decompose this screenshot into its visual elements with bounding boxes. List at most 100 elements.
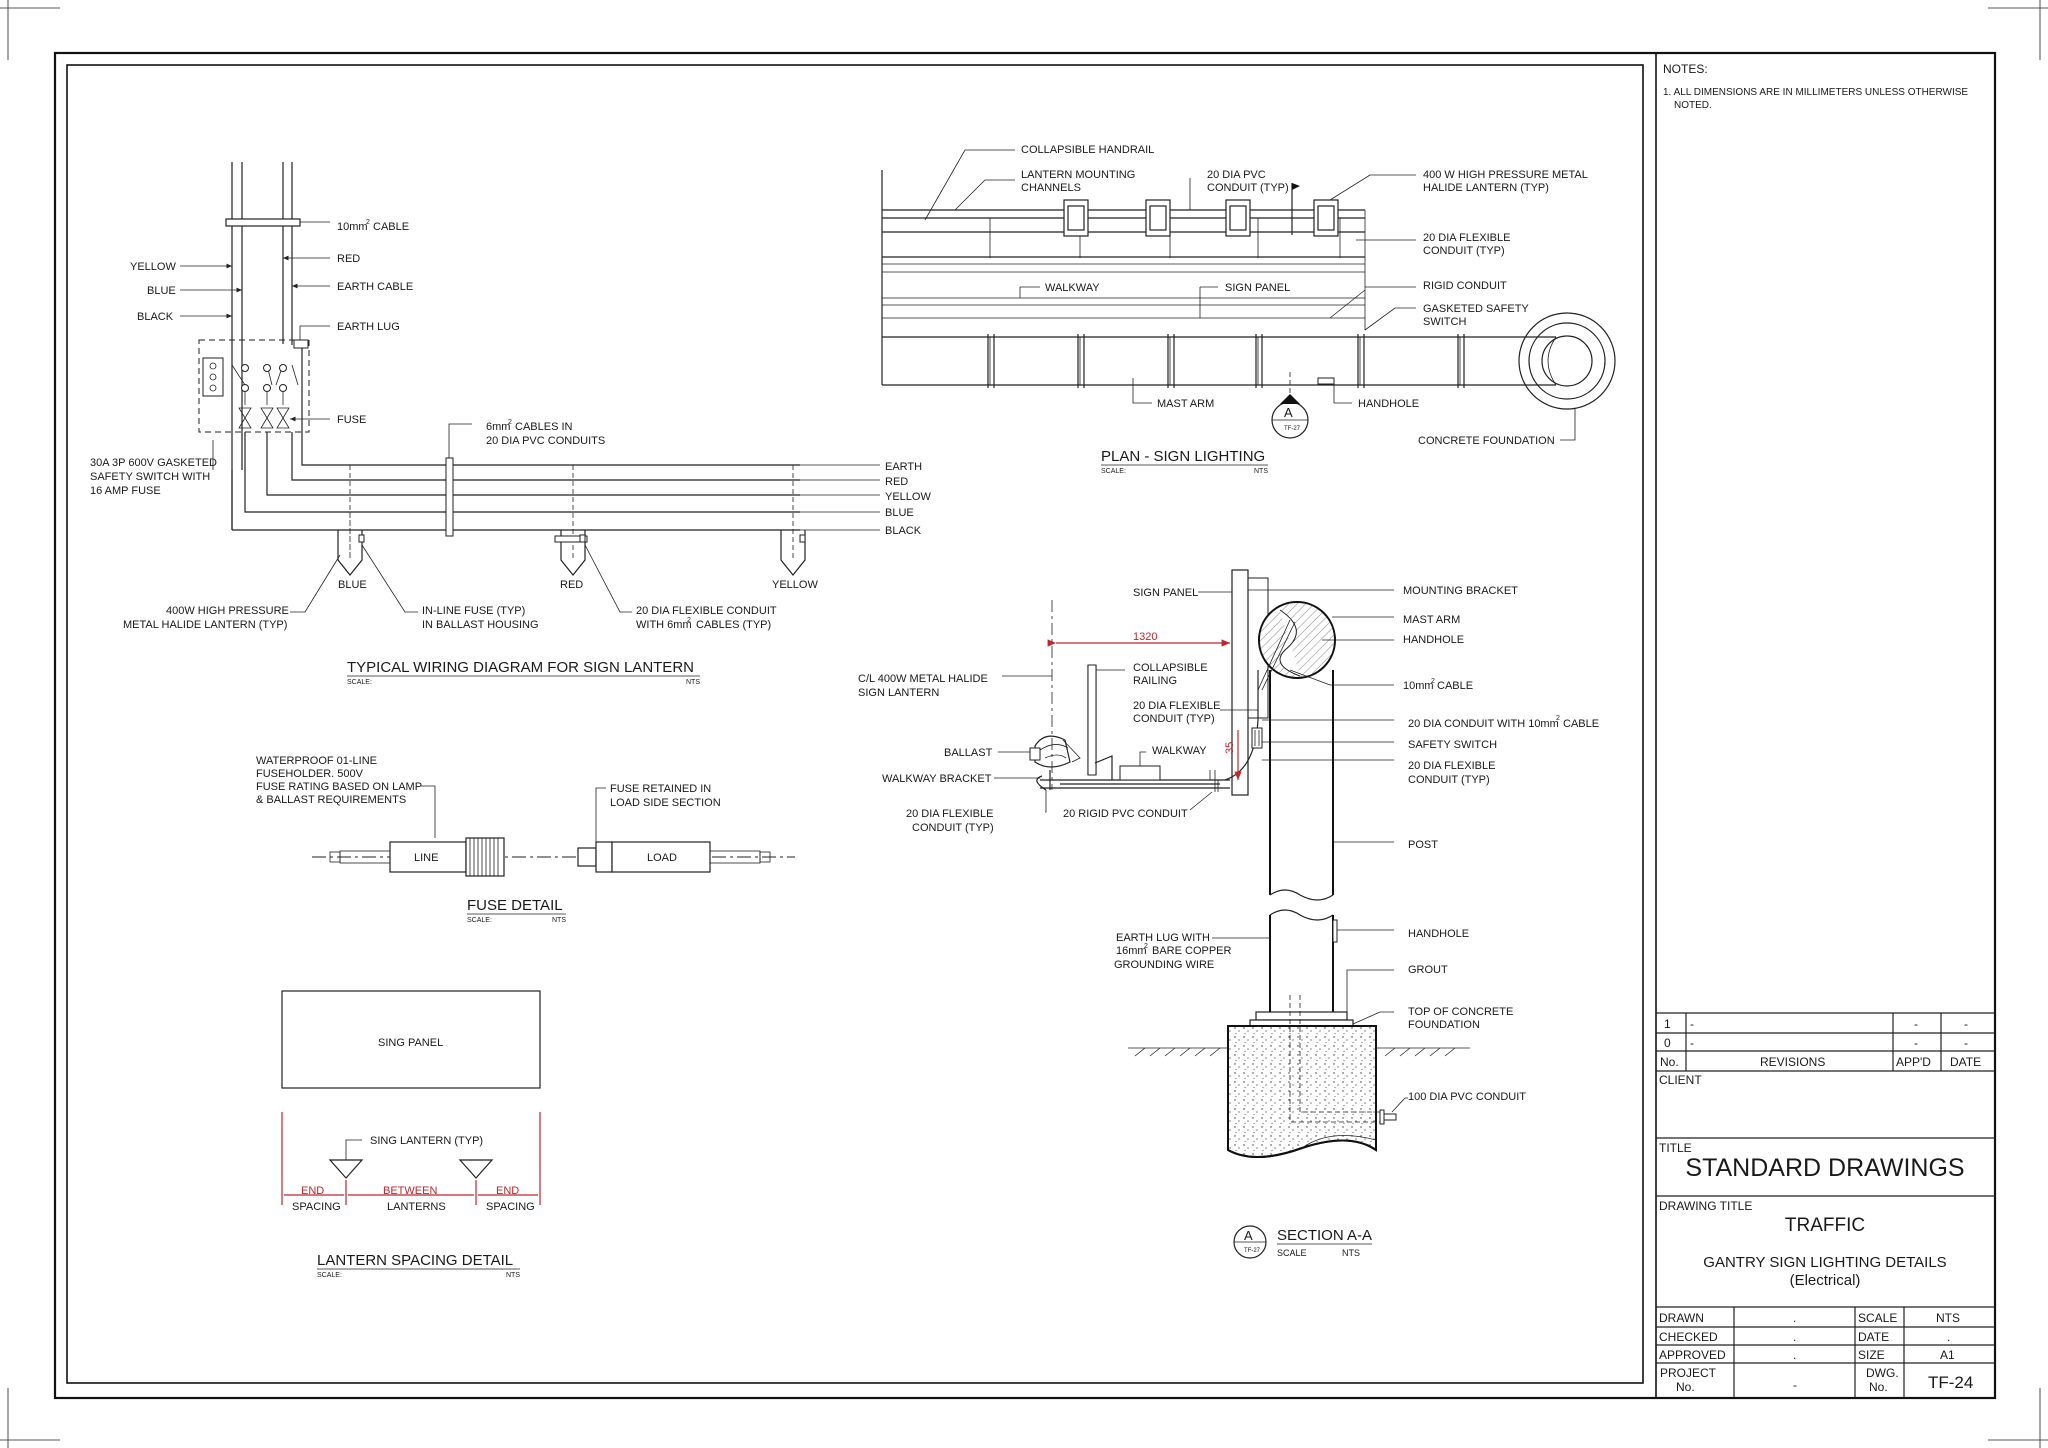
- project-label-line-1: PROJECT: [1660, 1366, 1717, 1380]
- plan-mast-arm: MAST ARM: [1157, 398, 1214, 410]
- dwg-label-line-2: No.: [1869, 1380, 1888, 1394]
- plan-section-letter: A: [1284, 405, 1293, 420]
- fuse-detail: WATERPROOF 01-LINE FUSEHOLDER. 500V FUSE…: [256, 755, 795, 924]
- switch-note-line-2: SAFETY SWITCH WITH: [90, 471, 210, 483]
- title-value: STANDARD DRAWINGS: [1685, 1154, 1964, 1182]
- switch-note-line-1: 30A 3P 600V GASKETED: [90, 457, 217, 469]
- sec-sign-panel: SIGN PANEL: [1133, 587, 1198, 599]
- plan-handrail: COLLAPSIBLE HANDRAIL: [1021, 144, 1154, 156]
- label-blue: BLUE: [147, 285, 176, 297]
- section-scale-label: SCALE: [1277, 1248, 1307, 1258]
- section-title: SECTION A-A: [1277, 1227, 1372, 1244]
- label-earth-cable: EARTH CABLE: [337, 281, 413, 293]
- size-value: A1: [1940, 1348, 1955, 1362]
- notes-section: NOTES: 1. ALL DIMENSIONS ARE IN MILLIMET…: [1663, 62, 1968, 111]
- fuse-note-1-line-2: FUSEHOLDER. 500V: [256, 768, 364, 780]
- sheet-border: [53, 51, 1997, 1400]
- sec-cable10-sup: 2: [1431, 678, 1435, 685]
- sec-conduit10-sup: 2: [1556, 715, 1560, 722]
- wiring-cable-10: 10mm: [337, 221, 368, 233]
- sec-walkway: WALKWAY: [1152, 745, 1207, 757]
- project-label-line-2: No.: [1676, 1380, 1695, 1394]
- spacing-lantern-label: SING LANTERN (TYP): [370, 1135, 483, 1147]
- sec-conduit10-a: 20 DIA CONDUIT WITH 10mm: [1408, 718, 1559, 730]
- cables-6-sup: 2: [508, 419, 512, 426]
- sec-earth-line-1: EARTH LUG WITH: [1116, 932, 1210, 944]
- sec-earth-line-2b: BARE COPPER: [1152, 945, 1232, 957]
- wiring-title: TYPICAL WIRING DIAGRAM FOR SIGN LANTERN: [347, 659, 694, 676]
- spacing-between: BETWEEN: [383, 1185, 437, 1197]
- sec-title-letter: A: [1244, 1228, 1253, 1243]
- checked-label: CHECKED: [1659, 1330, 1718, 1344]
- spacing-end-2: END: [496, 1185, 519, 1197]
- fuse-note-2-line-2: LOAD SIDE SECTION: [610, 797, 721, 809]
- dwg-value: TF-24: [1928, 1373, 1973, 1392]
- plan-foundation: CONCRETE FOUNDATION: [1418, 435, 1555, 447]
- spacing-scale-value: NTS: [506, 1272, 520, 1279]
- plan-walkway: WALKWAY: [1045, 282, 1100, 294]
- drawn-label: DRAWN: [1659, 1311, 1704, 1325]
- label-red: RED: [337, 253, 360, 265]
- plan-pvc-line-2: CONDUIT (TYP): [1207, 182, 1289, 194]
- rev1-app: -: [1914, 1017, 1918, 1031]
- drawing-area-border: [66, 64, 1644, 1384]
- sec-top-line-2: FOUNDATION: [1408, 1019, 1480, 1031]
- plan-channels-line-1: LANTERN MOUNTING: [1021, 169, 1135, 181]
- label-yellow: YELLOW: [130, 261, 176, 273]
- notes-heading: NOTES:: [1663, 62, 1708, 76]
- sec-earth-sup: 2: [1144, 943, 1148, 950]
- lamp-blue: BLUE: [338, 579, 367, 591]
- rev0-date: -: [1964, 1036, 1968, 1050]
- feeder-blue: BLUE: [885, 507, 914, 519]
- rev1-date: -: [1964, 1017, 1968, 1031]
- sec-railing-line-1: COLLAPSIBLE: [1133, 662, 1208, 674]
- plan-lantern-line-1: 400 W HIGH PRESSURE METAL: [1423, 169, 1588, 181]
- spacing-spacing-1: SPACING: [292, 1201, 341, 1213]
- title-label: TITLE: [1659, 1141, 1692, 1155]
- sec-post: POST: [1408, 839, 1438, 851]
- sec-bracket: WALKWAY BRACKET: [882, 773, 992, 785]
- section-a-a: 1320 35 SIGN PANEL C/L 400W METAL HALIDE…: [858, 569, 1599, 1259]
- cables-6-b: CABLES IN: [515, 421, 573, 433]
- approved-value: .: [1793, 1348, 1796, 1362]
- label-earth-lug: EARTH LUG: [337, 321, 400, 333]
- sec-ballast: BALLAST: [944, 747, 993, 759]
- wiring-diagram: 10mm 2 CABLE YELLOW BLUE BLACK RED EARTH…: [90, 162, 931, 686]
- sec-flex1-line-2: CONDUIT (TYP): [1133, 713, 1215, 725]
- inline-note-line-2: IN BALLAST HOUSING: [422, 619, 539, 631]
- fuse-note-2-line-1: FUSE RETAINED IN: [610, 783, 711, 795]
- fuse-note-1-line-1: WATERPROOF 01-LINE: [256, 755, 377, 767]
- checked-value: .: [1793, 1330, 1796, 1344]
- title-block: 1 - - - 0 - - - No. REVISIONS APP'D DATE…: [1656, 1012, 1995, 1398]
- cables-6-line-2: 20 DIA PVC CONDUITS: [486, 435, 605, 447]
- dim-1320: 1320: [1133, 631, 1157, 643]
- rev0-no: 0: [1664, 1036, 1671, 1050]
- plan-sign-panel: SIGN PANEL: [1225, 282, 1290, 294]
- plan-rigid: RIGID CONDUIT: [1423, 280, 1507, 292]
- sec-safety: SAFETY SWITCH: [1408, 739, 1497, 751]
- label-black: BLACK: [137, 311, 174, 323]
- sec-rigid: 20 RIGID PVC CONDUIT: [1063, 808, 1188, 820]
- flex-note-sup: 2: [687, 617, 691, 624]
- plan-pvc-line-1: 20 DIA PVC: [1207, 169, 1266, 181]
- sec-conduit10-b: CABLE: [1563, 718, 1599, 730]
- sec-earth-line-3: GROUNDING WIRE: [1114, 959, 1214, 971]
- sec-earth-line-2a: 16mm: [1116, 945, 1147, 957]
- rev-header-no: No.: [1660, 1055, 1679, 1069]
- flex-note-line-1: 20 DIA FLEXIBLE CONDUIT: [636, 605, 777, 617]
- dim-35: 35: [1224, 742, 1236, 754]
- fuse-note-1-line-4: & BALLAST REQUIREMENTS: [256, 794, 406, 806]
- rev0-desc: -: [1690, 1036, 1694, 1050]
- plan-gasket-line-2: SWITCH: [1423, 316, 1466, 328]
- spacing-panel-label: SING PANEL: [378, 1037, 443, 1049]
- plan-scale-value: NTS: [1254, 468, 1268, 475]
- plan-flex-line-2: CONDUIT (TYP): [1423, 245, 1505, 257]
- plan-lantern-line-2: HALIDE LANTERN (TYP): [1423, 182, 1549, 194]
- inline-note-line-1: IN-LINE FUSE (TYP): [422, 605, 525, 617]
- spacing-lanterns: LANTERNS: [387, 1201, 446, 1213]
- feeder-black: BLACK: [885, 525, 922, 537]
- sec-grout: GROUT: [1408, 964, 1448, 976]
- drawing-title-label: DRAWING TITLE: [1659, 1199, 1752, 1213]
- fuse-note-1-line-3: FUSE RATING BASED ON LAMP: [256, 781, 422, 793]
